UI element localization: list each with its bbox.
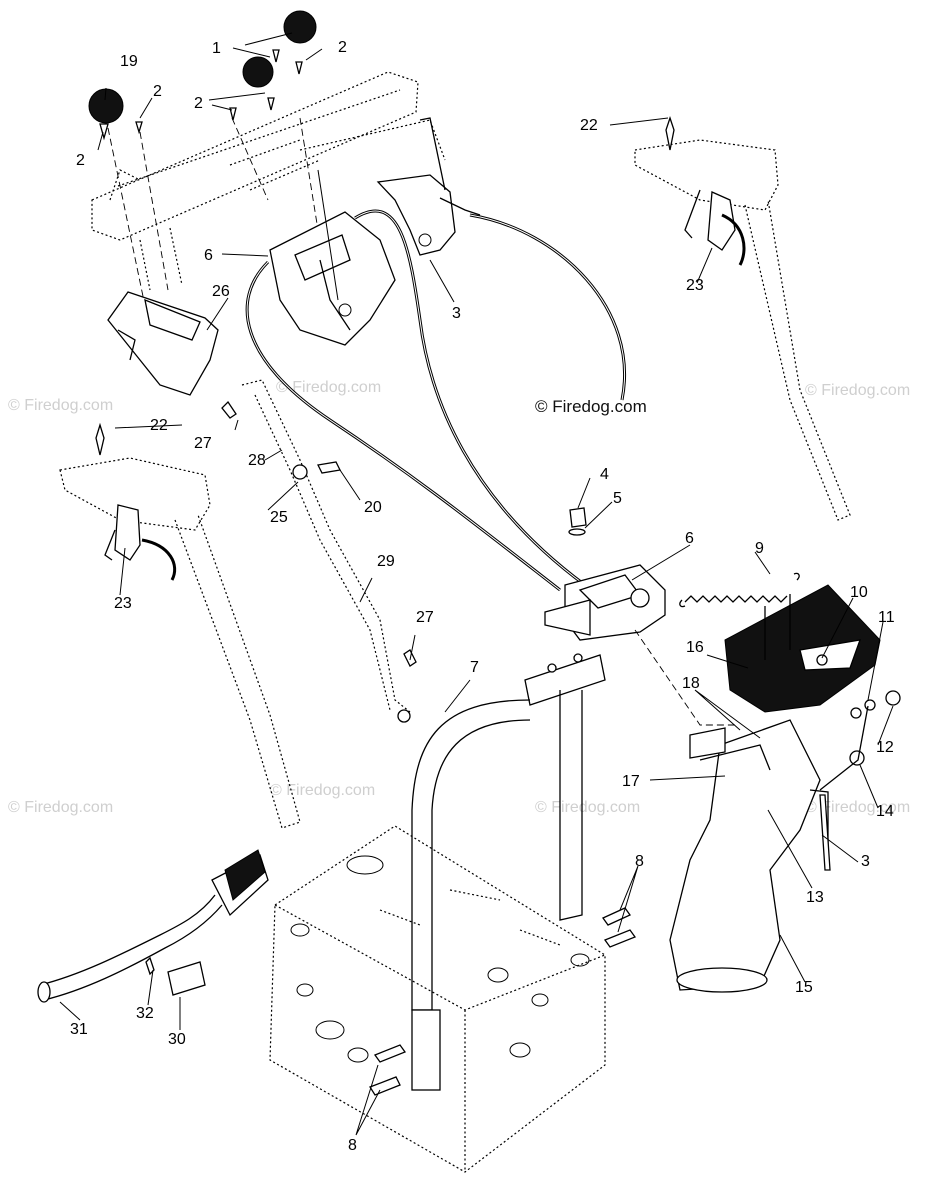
callout-32: 32: [136, 1005, 154, 1022]
callout-17: 17: [622, 773, 640, 790]
upper-control-panel: [91, 71, 446, 331]
control-cables: [245, 209, 626, 592]
callout-27-lower: 27: [416, 609, 434, 626]
callout-6-lower: 6: [685, 530, 694, 547]
callout-1: 1: [212, 40, 221, 57]
callout-27-upper: 27: [194, 435, 212, 452]
bolts-8: [369, 907, 637, 1096]
watermark-lower-left: © Firedog.com: [8, 799, 113, 816]
callout-12: 12: [876, 739, 894, 756]
leader-lines: [59, 32, 894, 1136]
callout-11: 11: [878, 609, 895, 626]
watermark-left: © Firedog.com: [8, 397, 113, 414]
callout-3-upper: 3: [452, 305, 461, 322]
watermark-lower-mid: © Firedog.com: [270, 782, 375, 799]
right-upper-handle: [634, 115, 851, 521]
shift-rods: [241, 379, 417, 723]
callout-14: 14: [876, 803, 894, 820]
callout-23-right: 23: [686, 277, 704, 294]
callout-30: 30: [168, 1031, 186, 1048]
left-upper-handle: [59, 422, 301, 829]
knob-mid: [242, 56, 274, 88]
callout-7: 7: [470, 659, 479, 676]
knobs: [88, 10, 317, 141]
watermark-lower-center: © Firedog.com: [535, 799, 640, 816]
knob-top: [283, 10, 317, 44]
callout-28: 28: [248, 452, 266, 469]
callout-9: 9: [755, 540, 764, 557]
callout-22-right: 22: [580, 117, 598, 134]
callout-23-left: 23: [114, 595, 132, 612]
callout-10: 10: [850, 584, 868, 601]
callout-2-far-left: 2: [76, 152, 85, 169]
callout-22-left: 22: [150, 417, 168, 434]
lower-handle-7: [411, 653, 606, 1091]
chute-deflector-16: [724, 584, 881, 713]
watermark-mid-left: © Firedog.com: [276, 379, 381, 396]
watermarks: © Firedog.com © Firedog.com © Firedog.co…: [8, 379, 910, 816]
callout-29: 29: [377, 553, 395, 570]
chute-control-quadrant: [269, 169, 396, 346]
callout-25: 25: [270, 509, 288, 526]
spring-9: [679, 572, 800, 608]
callout-19: 19: [120, 53, 138, 70]
callout-2-mid: 2: [194, 95, 203, 112]
callout-26: 26: [212, 283, 230, 300]
callout-2-left: 2: [153, 83, 162, 100]
deflector-hardware: [819, 690, 901, 791]
callout-31: 31: [70, 1021, 88, 1038]
watermark-right: © Firedog.com: [805, 382, 910, 399]
callout-3-lower: 3: [861, 853, 870, 870]
watermark-lower-right: © Firedog.com: [805, 799, 910, 816]
callout-6-upper: 6: [204, 247, 213, 264]
watermark-center: © Firedog.com: [535, 397, 647, 416]
callout-15: 15: [795, 979, 813, 996]
discharge-chute-15: [634, 629, 831, 993]
callout-20: 20: [364, 499, 382, 516]
knob-19: [88, 88, 124, 124]
callout-16: 16: [686, 639, 704, 656]
callout-8-lower: 8: [348, 1137, 357, 1154]
engine-housing: [269, 825, 606, 1173]
callout-4: 4: [600, 466, 609, 483]
callout-2-top: 2: [338, 39, 347, 56]
lever-bracket-3: [376, 117, 481, 256]
headlight-harness: [37, 849, 269, 1003]
callout-5: 5: [613, 490, 622, 507]
callout-8-upper: 8: [635, 853, 644, 870]
callout-13: 13: [806, 889, 824, 906]
lever-bracket-26: [107, 291, 237, 419]
chute-rotator: [544, 507, 666, 641]
callouts: 1 2 2 2 2 19 6 3 26 22 23 22 27 28 25 20…: [70, 39, 895, 1154]
callout-18: 18: [682, 675, 700, 692]
